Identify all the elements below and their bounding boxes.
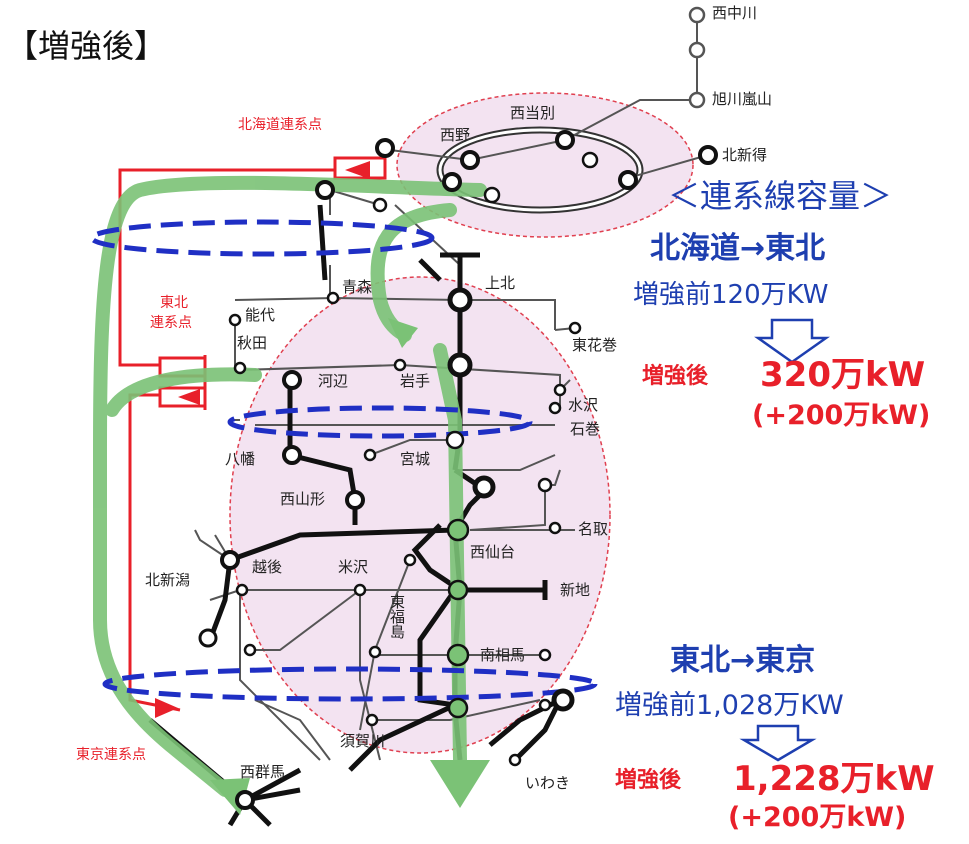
station-nishigunma: 西群馬: [240, 763, 286, 781]
station-iwate: 岩手: [400, 372, 431, 390]
tohoku-flow-arrowhead: [178, 389, 200, 405]
station-echigo: 越後: [252, 558, 283, 576]
station-nishinakagawa: 西中川: [712, 4, 758, 22]
station-iwaki: いわき: [525, 774, 571, 792]
tohoku-tokyo-route: 東北→東京: [670, 643, 816, 678]
station-sukagawa: 須賀川: [340, 732, 386, 750]
hokkaido-tohoku-before: 増強前120万KW: [633, 280, 829, 310]
station-nishiyamagata: 西山形: [280, 490, 326, 508]
station-kitashintoku: 北新得: [722, 146, 768, 164]
station-kamikita: 上北: [485, 274, 516, 292]
hokkaido-flow-arrowhead: [345, 161, 370, 179]
flow-arrowhead-main: [430, 760, 490, 808]
station-minamisoma: 南相馬: [480, 646, 526, 664]
flow-arrowhead-aomori: [388, 318, 418, 348]
station-nishino: 西野: [440, 126, 471, 144]
page-title: 【増強後】: [6, 27, 167, 65]
hokkaido-ring: [436, 126, 644, 214]
station-asahikawa: 旭川嵐山: [712, 90, 773, 108]
tohoku-connection-point-label-1: 東北: [160, 295, 188, 311]
tohoku-tokyo-before: 増強前1,028万KW: [615, 690, 844, 721]
hokkaido-tohoku-after-label: 増強後: [642, 364, 709, 389]
station-natori: 名取: [578, 520, 609, 538]
boundary-markers: [89, 219, 598, 702]
station-kawabe: 河辺: [318, 372, 349, 390]
station-mizusawa: 水沢: [568, 396, 599, 414]
station-higashifukushima: 東福島: [390, 593, 406, 641]
tohoku-tokyo-after-label: 増強後: [615, 768, 682, 793]
station-akita: 秋田: [237, 334, 268, 352]
down-arrow-icon: [739, 724, 817, 762]
station-noshiro: 能代: [245, 306, 276, 324]
station-miyagi: 宮城: [400, 450, 431, 468]
station-yonezawa: 米沢: [338, 558, 369, 576]
main-substations: [446, 518, 470, 719]
hokkaido-tohoku-after-value: 320万kW: [760, 355, 926, 395]
station-kitaniigata: 北新潟: [145, 571, 191, 589]
hokkaido-connection-point-label: 北海道連系点: [238, 117, 322, 133]
station-aomori: 青森: [342, 278, 373, 296]
hokkaido-tohoku-increase: (+200万kW): [752, 400, 931, 431]
capacity-heading: ＜連系線容量＞: [668, 177, 893, 215]
tokyo-flow-arrowhead: [155, 698, 178, 718]
station-shinchi: 新地: [560, 581, 591, 599]
station-nishitobetsu: 西当別: [510, 104, 556, 122]
hokkaido-tohoku-route: 北海道→東北: [650, 231, 826, 266]
station-higashihanamaki: 東花巻: [572, 336, 618, 354]
tokyo-connection-point-label: 東京連系点: [76, 747, 146, 763]
substations: [198, 6, 718, 810]
tohoku-connection-point-label-2: 連系点: [150, 315, 192, 331]
tohoku-region: [229, 276, 611, 754]
station-ishinomaki: 石巻: [570, 420, 601, 438]
station-nishisendai: 西仙台: [470, 543, 516, 561]
down-arrow-icon: [754, 318, 830, 364]
tohoku-tokyo-after-value: 1,228万kW: [733, 759, 935, 799]
station-yawata: 八幡: [225, 450, 256, 468]
tohoku-tokyo-increase: (+200万kW): [728, 802, 907, 833]
